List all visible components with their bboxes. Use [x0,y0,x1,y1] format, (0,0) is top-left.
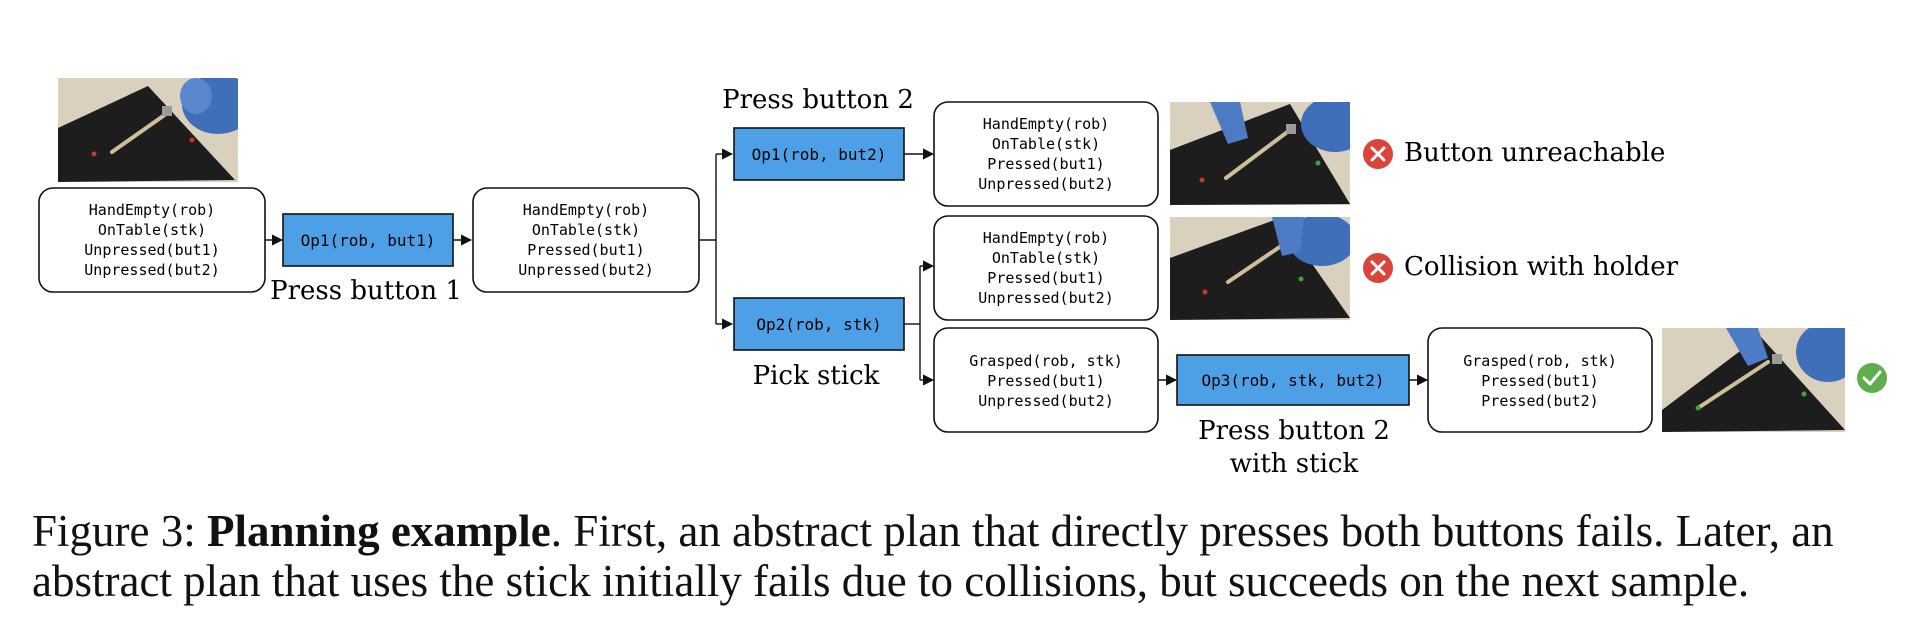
caption-text: . First, an abstract plan that directly … [32,506,1834,606]
state-predicate: Grasped(rob, stk) [969,352,1123,370]
fail-icon [1363,253,1393,283]
state-box-after-but1: HandEmpty(rob) OnTable(stk) Pressed(but1… [472,187,700,293]
operator-label: Op2(rob, stk) [756,315,881,334]
scene-image-initial [58,78,238,182]
state-predicate: Unpressed(but2) [978,392,1113,410]
action-label: Press button 2 [1198,416,1390,446]
state-predicate: Unpressed(but2) [518,261,653,279]
operator-box-op2-stk: Op2(rob, stk) [733,297,905,351]
operator-box-op3-stk-but2: Op3(rob, stk, but2) [1176,354,1410,406]
state-box-grasped: Grasped(rob, stk) Pressed(but1) Unpresse… [933,327,1159,433]
planning-diagram: HandEmpty(rob) OnTable(stk) Unpressed(bu… [38,78,1887,479]
state-predicate: Pressed(but1) [1481,372,1598,390]
state-predicate: Unpressed(but2) [84,261,219,279]
state-predicate: HandEmpty(rob) [523,201,649,219]
outcome-label: Collision with holder [1404,252,1679,282]
scene-image-button-unreachable [1170,102,1350,205]
state-predicate: OnTable(stk) [992,135,1100,153]
state-box-pick-stick-attempt: HandEmpty(rob) OnTable(stk) Pressed(but1… [933,215,1159,321]
state-predicate: OnTable(stk) [992,249,1100,267]
state-predicate: Grasped(rob, stk) [1463,352,1617,370]
action-label: with stick [1230,449,1359,479]
state-predicate: Pressed(but1) [527,241,644,259]
caption-prefix: Figure 3: [32,506,207,556]
operator-box-op1-but2: Op1(rob, but2) [733,127,905,181]
operator-label: Op1(rob, but1) [301,231,436,250]
outcome-label: Button unreachable [1404,138,1665,168]
state-predicate: HandEmpty(rob) [89,201,215,219]
state-predicate: Pressed(but1) [987,269,1104,287]
scene-image-success [1662,328,1845,432]
success-check-icon [1857,363,1887,393]
state-predicate: OnTable(stk) [532,221,640,239]
state-predicate: HandEmpty(rob) [983,229,1109,247]
state-predicate: Pressed(but1) [987,155,1104,173]
state-predicate: OnTable(stk) [98,221,206,239]
scene-image-collision [1170,217,1350,320]
state-box-goal: Grasped(rob, stk) Pressed(but1) Pressed(… [1427,327,1653,433]
action-label: Press button 2 [722,85,914,115]
state-predicate: Pressed(but2) [1481,392,1598,410]
operator-label: Op1(rob, but2) [752,145,887,164]
fail-icon [1363,139,1393,169]
action-label: Press button 1 [270,276,462,306]
operator-box-op1-but1: Op1(rob, but1) [282,213,454,267]
state-predicate: HandEmpty(rob) [983,115,1109,133]
state-predicate: Pressed(but1) [987,372,1104,390]
state-predicate: Unpressed(but2) [978,175,1113,193]
state-predicate: Unpressed(but2) [978,289,1113,307]
state-predicate: Unpressed(but1) [84,241,219,259]
action-label: Pick stick [753,361,880,391]
caption-bold: Planning example [207,506,551,556]
state-box-initial: HandEmpty(rob) OnTable(stk) Unpressed(bu… [38,187,266,293]
state-box-after-but2-attempt: HandEmpty(rob) OnTable(stk) Pressed(but1… [933,101,1159,207]
operator-label: Op3(rob, stk, but2) [1201,371,1384,390]
figure-caption: Figure 3: Planning example. First, an ab… [32,506,1904,606]
